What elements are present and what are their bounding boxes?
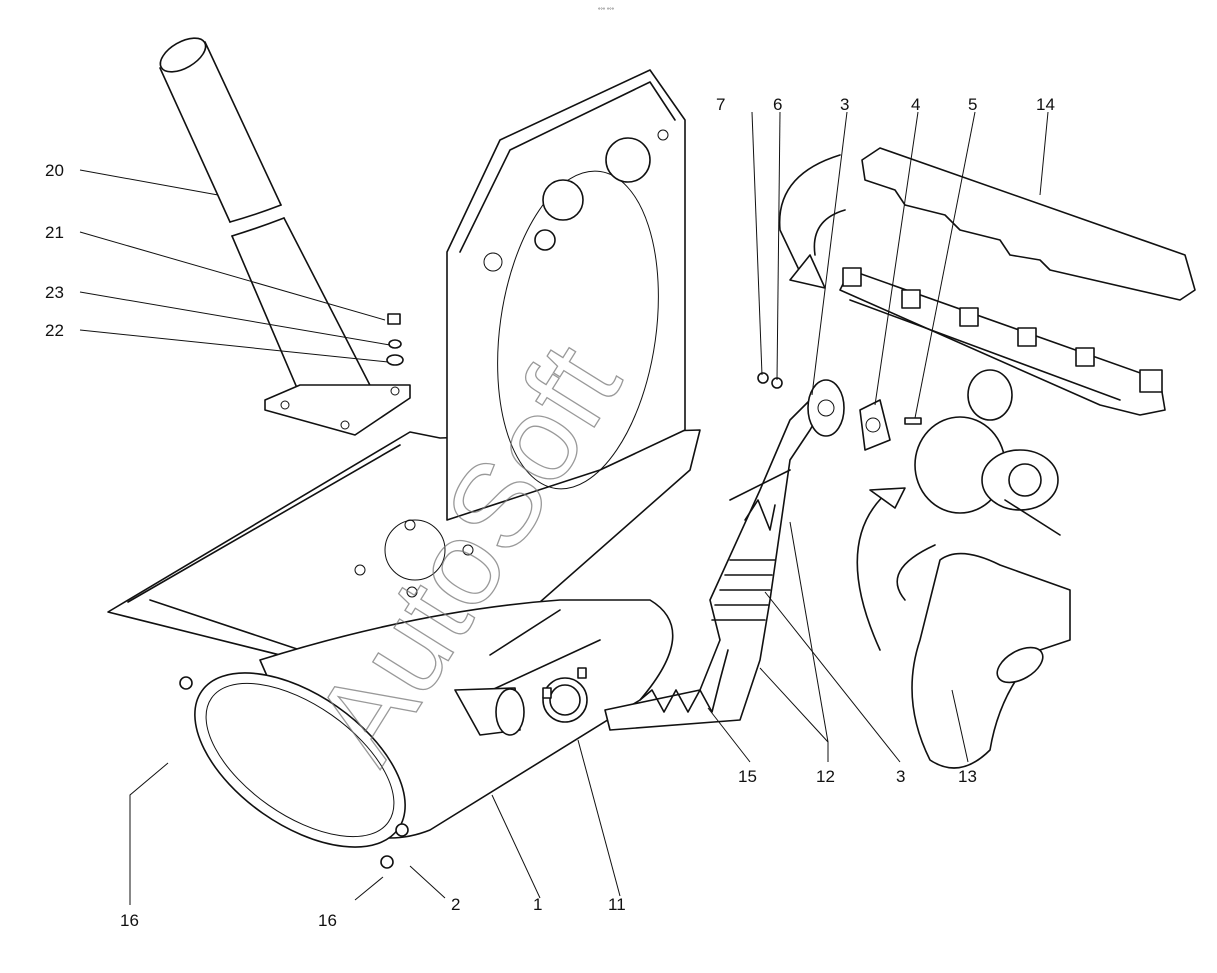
- callout-5: 5: [968, 95, 977, 114]
- callout-1: 1: [533, 895, 542, 914]
- muffler-clamp-band: [179, 676, 409, 869]
- flow-arrows: [778, 154, 936, 651]
- callout-4: 4: [911, 95, 920, 114]
- exhaust-manifold: [839, 267, 1166, 416]
- callout-3-bottom: 3: [896, 767, 905, 786]
- flange-gasket: [859, 399, 891, 451]
- callout-22: 22: [45, 321, 64, 340]
- callout-16-bottom: 16: [318, 911, 337, 930]
- callout-14: 14: [1036, 95, 1055, 114]
- exhaust-stack-pipe: [159, 37, 376, 396]
- callout-labels: 20 21 23 22 7 6 3 4 5 14 16 16 2 1 11 15…: [45, 95, 1055, 930]
- leader-lines: [79, 111, 1049, 905]
- callout-23: 23: [45, 283, 64, 302]
- callout-16-left: 16: [120, 911, 139, 930]
- stack-bolt-washer-nut: [386, 313, 404, 366]
- callout-3-top: 3: [840, 95, 849, 114]
- callout-11: 11: [608, 895, 626, 914]
- header-mark: °°° °°°: [598, 8, 615, 14]
- callout-2: 2: [451, 895, 460, 914]
- callout-20: 20: [45, 161, 64, 180]
- manifold-heat-cover: [861, 147, 1196, 301]
- nut-and-washer: [757, 372, 783, 389]
- intake-elbow-hose: [911, 552, 1071, 769]
- callout-21: 21: [45, 223, 64, 242]
- callout-12: 12: [816, 767, 835, 786]
- turbocharger: [914, 369, 1061, 536]
- stud-bolt: [904, 417, 922, 425]
- muffler-body: [194, 599, 674, 848]
- heat-shield-panel: [446, 69, 686, 521]
- callout-6: 6: [773, 95, 782, 114]
- exhaust-flange: [807, 379, 845, 437]
- stack-mounting-flange: [264, 384, 411, 436]
- callout-13: 13: [958, 767, 977, 786]
- muffler-inlet-pipe: [454, 687, 525, 736]
- callout-7: 7: [716, 95, 725, 114]
- pipe-clamp: [542, 667, 588, 723]
- callout-15: 15: [738, 767, 757, 786]
